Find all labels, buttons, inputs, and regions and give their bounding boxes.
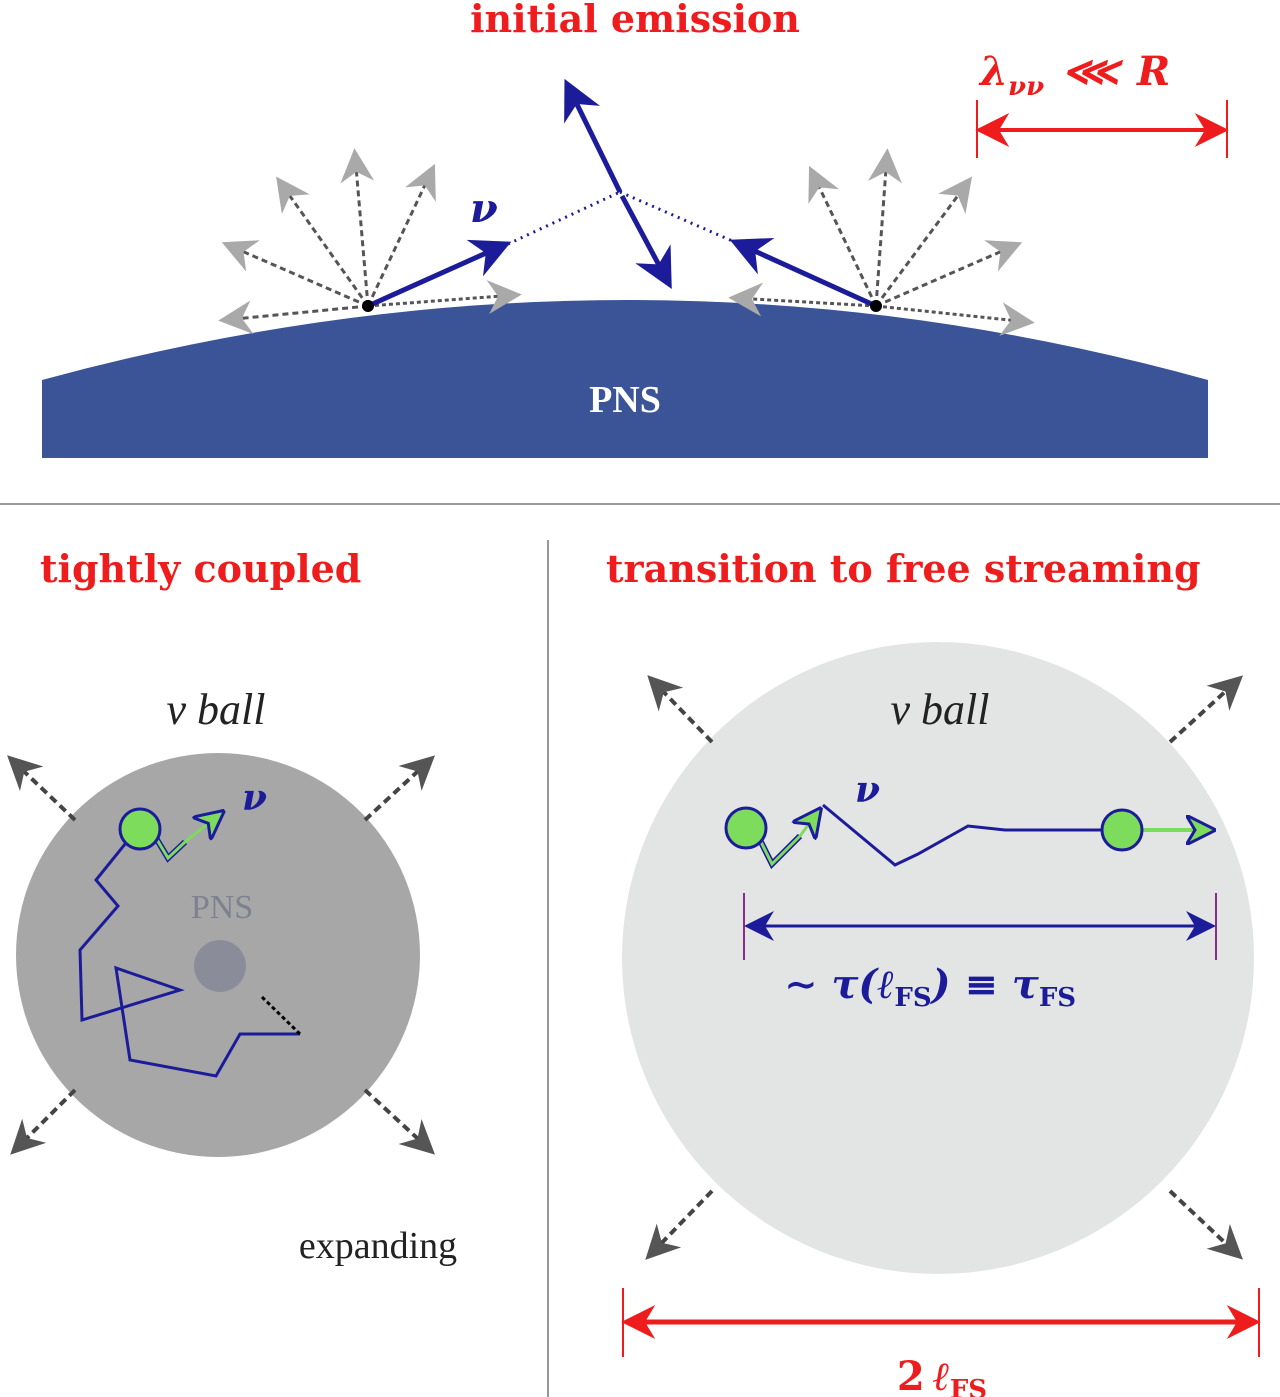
neutrino-label-left: ν <box>242 777 267 819</box>
ball-label-right: ν ball <box>891 685 990 734</box>
expanding-label: expanding <box>299 1225 457 1267</box>
emission-ray <box>875 240 1023 308</box>
emission-ray <box>366 163 436 307</box>
emission-ray <box>868 148 902 307</box>
neutrino-ball-free-streaming <box>622 642 1254 1274</box>
expanding-arrows-left <box>7 755 435 1155</box>
emission-ray <box>808 165 878 307</box>
bottom-left-title: tightly coupled <box>40 546 361 591</box>
free-streaming-path <box>822 803 1122 867</box>
emission-ray <box>276 176 370 307</box>
pns-label: PNS <box>589 379 661 421</box>
expand-arrow-se <box>363 1088 435 1155</box>
neutrino-label-right: ν <box>855 769 880 811</box>
emission-ray <box>221 240 369 308</box>
neutrino-particle-end <box>1100 808 1144 852</box>
neutrino-arrow-left <box>366 239 512 309</box>
expand-arrow-sw <box>645 1189 714 1260</box>
pns-surface <box>42 300 1208 458</box>
emission-ray <box>367 280 522 314</box>
expand-arrow-sw <box>10 1088 77 1155</box>
first-step <box>755 833 802 867</box>
left-emission-fan <box>218 148 522 335</box>
svg-text:λνν⋘R: λνν ⋘ R <box>978 48 1170 102</box>
mean-free-path-scale: λνν ⋘ R <box>975 48 1229 158</box>
pns-core-small <box>194 940 246 992</box>
bottom-right-title: transition to free streaming <box>606 546 1201 591</box>
dotted-path-right <box>619 190 738 245</box>
emission-point-left <box>362 300 374 312</box>
radius-symbol: R <box>1136 48 1170 95</box>
expand-arrow-nw <box>7 755 77 822</box>
expand-arrow-nw <box>647 675 714 744</box>
neutrino-collision <box>507 78 738 290</box>
first-velocity-arrow <box>800 812 818 836</box>
expand-arrow-ne <box>1168 675 1244 744</box>
pns-label-small: PNS <box>191 889 253 926</box>
right-emission-fan <box>728 148 1035 337</box>
emission-point-right <box>870 300 882 312</box>
emission-ray <box>218 300 369 335</box>
neutrino-particle-start <box>724 806 768 850</box>
emission-ray <box>874 176 973 307</box>
random-walk-path <box>78 827 300 1078</box>
scattered-arrow-down <box>619 194 672 290</box>
neutrino-label-top: ν <box>470 185 498 232</box>
walk-start-dash <box>260 995 302 1036</box>
timescale-label: ∼ τ(ℓFS) ≡ τFS <box>784 961 1076 1013</box>
expand-arrow-se <box>1168 1189 1243 1260</box>
ball-label-left: ν ball <box>167 685 266 734</box>
emission-ray <box>340 148 375 307</box>
dotted-path-left <box>507 190 621 246</box>
much-less-than-symbol: ⋘ <box>1062 48 1123 95</box>
lambda-subscript: νν <box>1008 72 1044 102</box>
scattered-arrow-up <box>564 78 623 194</box>
emission-ray <box>875 302 1035 337</box>
lambda-symbol: λ <box>978 48 1008 95</box>
emission-ray <box>728 282 877 317</box>
neutrino-velocity-arrow <box>184 814 220 844</box>
neutrino-particle <box>118 807 162 851</box>
top-panel-title: initial emission <box>470 0 800 41</box>
expand-arrow-ne <box>363 755 435 822</box>
neutrino-arrow-right <box>729 237 878 309</box>
expanding-arrows-right <box>645 675 1244 1260</box>
